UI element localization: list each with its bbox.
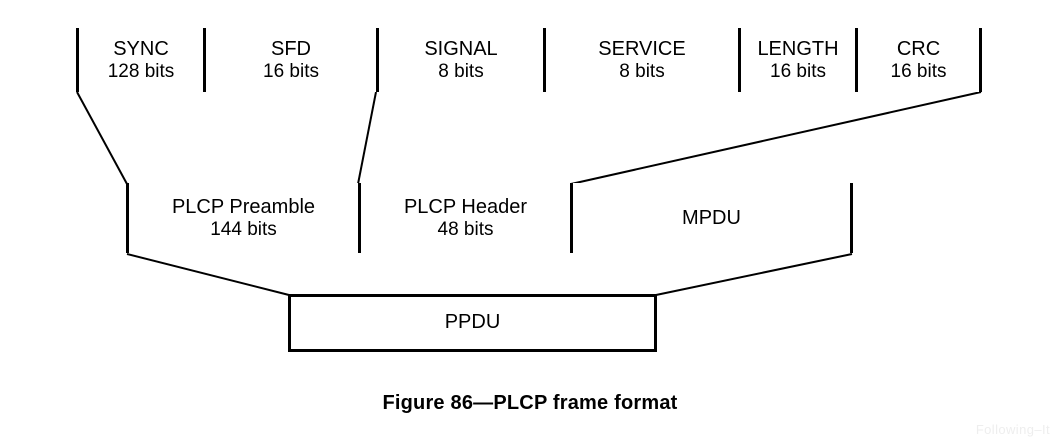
field-label-sfd: SFD — [271, 37, 311, 60]
field-cell-service[interactable]: SERVICE 8 bits — [546, 28, 738, 92]
leader-line-ppdu-right — [655, 253, 853, 296]
field-label-signal: SIGNAL — [424, 37, 498, 60]
part-size-plcp-preamble: 144 bits — [210, 218, 277, 240]
field-size-sync: 128 bits — [107, 60, 175, 82]
ppdu-label: PPDU — [444, 311, 501, 334]
part-cell-mpdu[interactable]: MPDU — [573, 183, 850, 253]
field-divider-2 — [376, 28, 379, 92]
field-size-signal: 8 bits — [438, 60, 484, 82]
part-cell-plcp-header[interactable]: PLCP Header 48 bits — [361, 183, 570, 253]
leader-line-preamble-right — [357, 91, 377, 185]
field-size-length: 16 bits — [770, 60, 826, 82]
part-label-plcp-header: PLCP Header — [403, 195, 528, 218]
part-size-plcp-header: 48 bits — [437, 218, 494, 240]
field-cell-length[interactable]: LENGTH 16 bits — [741, 28, 855, 92]
watermark: Following–It — [975, 422, 1050, 437]
field-cell-signal[interactable]: SIGNAL 8 bits — [379, 28, 543, 92]
leader-line-ppdu-left — [126, 253, 290, 296]
leader-line-preamble-left — [76, 91, 128, 185]
field-divider-5 — [855, 28, 858, 92]
field-cell-sync[interactable]: SYNC 128 bits — [79, 28, 203, 92]
part-cell-plcp-preamble[interactable]: PLCP Preamble 144 bits — [129, 183, 358, 253]
field-label-length: LENGTH — [757, 37, 839, 60]
field-divider-1 — [203, 28, 206, 92]
field-label-service: SERVICE — [598, 37, 686, 60]
part-label-mpdu: MPDU — [682, 207, 741, 229]
figure-caption: Figure 86—PLCP frame format — [382, 392, 678, 414]
leader-line-header-right — [570, 91, 982, 185]
field-divider-4 — [738, 28, 741, 92]
part-label-plcp-preamble: PLCP Preamble — [171, 195, 316, 218]
part-divider-2 — [570, 183, 573, 253]
part-divider-1 — [358, 183, 361, 253]
field-label-crc: CRC — [896, 37, 941, 60]
ppdu-box[interactable]: PPDU — [288, 294, 657, 352]
field-divider-3 — [543, 28, 546, 92]
field-size-service: 8 bits — [619, 60, 665, 82]
field-size-crc: 16 bits — [890, 60, 947, 82]
field-size-sfd: 16 bits — [263, 60, 319, 82]
field-cell-crc[interactable]: CRC 16 bits — [858, 28, 979, 92]
field-label-sync: SYNC — [113, 37, 169, 60]
field-cell-sfd[interactable]: SFD 16 bits — [206, 28, 376, 92]
